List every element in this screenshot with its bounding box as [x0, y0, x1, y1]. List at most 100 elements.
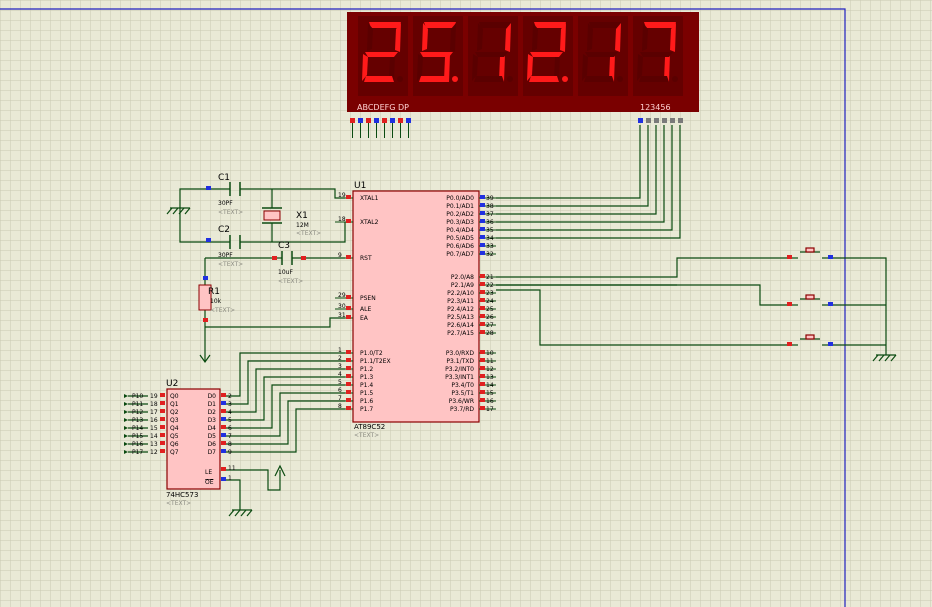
- wires: [128, 125, 887, 510]
- digit-4: [523, 16, 573, 96]
- pin-name: D3: [208, 417, 217, 424]
- pin-name: P3.4/T0: [451, 382, 474, 389]
- seven-segment-display[interactable]: ABCDEFG DP 123456: [347, 12, 699, 112]
- x1-tag: <TEXT>: [296, 230, 321, 237]
- segment-b: [450, 23, 456, 52]
- pin-number: 15: [150, 425, 158, 432]
- capacitors[interactable]: [229, 182, 293, 265]
- c1-ref: C1: [218, 173, 230, 183]
- r1-ref: R1: [208, 287, 220, 297]
- pin-number: 7: [338, 395, 342, 402]
- pin-number: 31: [338, 312, 346, 319]
- pin-number: 15: [486, 390, 494, 397]
- ground-symbols: [166, 207, 897, 517]
- pin-number: 10: [486, 350, 494, 357]
- pin-number: 27: [486, 322, 494, 329]
- pin-name: Q2: [170, 409, 179, 416]
- net-label: P17: [132, 449, 143, 456]
- sheet-border: [0, 8, 846, 607]
- segment-c: [664, 54, 670, 82]
- pin-number: 2: [228, 393, 232, 400]
- c2-tag: <TEXT>: [218, 261, 243, 268]
- segment-g: [585, 52, 618, 57]
- pin-number: 28: [486, 330, 494, 337]
- pin-name: P0.2/AD2: [446, 211, 474, 218]
- pin-name: P1.1/T2EX: [360, 358, 391, 365]
- decimal-point: [672, 76, 678, 82]
- segment-e: [637, 54, 643, 81]
- pin-number: 14: [486, 382, 494, 389]
- segment-d: [584, 76, 614, 82]
- common-pin-label: 123456: [640, 103, 671, 112]
- pin-number: 36: [486, 219, 494, 226]
- mcu-pin: 36 P0.3/AD3: [446, 219, 496, 226]
- latch-le-num: 11: [228, 465, 236, 472]
- segment-a: [534, 22, 566, 28]
- net-label: P16: [132, 441, 143, 448]
- c3-tag: <TEXT>: [278, 278, 303, 285]
- pin-name: P0.3/AD3: [446, 219, 474, 226]
- net-label: P10: [132, 393, 143, 400]
- ground-icon: [166, 207, 191, 215]
- segment-b: [505, 23, 511, 52]
- pin-name: D1: [208, 401, 217, 408]
- vcc-arrow-icon: [199, 350, 211, 364]
- crystal-x1[interactable]: [262, 207, 282, 224]
- pin-name: P2.2/A10: [447, 290, 474, 297]
- pin-marker: [221, 477, 226, 481]
- segment-b: [670, 23, 676, 52]
- pin-name: P1.4: [360, 382, 373, 389]
- segment-g: [530, 52, 563, 57]
- pin-number: 33: [486, 243, 494, 250]
- mcu-pin: 11 P3.1/TXD: [446, 358, 496, 365]
- pin-name: P0.1/AD1: [446, 203, 474, 210]
- segment-c: [554, 54, 560, 82]
- latch-pin: 6D4: [208, 425, 232, 432]
- pin-number: 9: [228, 449, 232, 456]
- pin-number: 19: [150, 393, 158, 400]
- pin-name: XTAL1: [360, 195, 379, 202]
- pin-number: 38: [486, 203, 494, 210]
- segment-b: [560, 23, 566, 52]
- pin-number: 34: [486, 235, 494, 242]
- segment-g: [365, 52, 398, 57]
- pin-name: P0.5/AD5: [446, 235, 474, 242]
- digit-2: [413, 16, 463, 96]
- pin-number: 18: [150, 401, 158, 408]
- mcu-ref: U1: [354, 181, 366, 191]
- pin-name: P3.1/TXD: [446, 358, 474, 365]
- latch-pin: 4D2: [208, 409, 232, 416]
- pin-number: 11: [486, 358, 494, 365]
- resistor-r1[interactable]: [198, 284, 212, 311]
- display-common-pins: [638, 118, 683, 123]
- mcu-part: AT89C52: [354, 423, 385, 431]
- segment-f: [422, 23, 428, 51]
- pin-number: 30: [338, 303, 346, 310]
- pin-name: P2.6/A14: [447, 322, 474, 329]
- decimal-point: [507, 76, 513, 82]
- segment-a: [369, 22, 401, 28]
- digit-1: [358, 16, 408, 96]
- pin-number: 7: [228, 433, 232, 440]
- segment-d: [419, 76, 449, 82]
- segment-g: [420, 52, 453, 57]
- pin-name: P3.5/T1: [451, 390, 474, 397]
- segment-g: [475, 52, 508, 57]
- pin-name: P3.3/INT1: [445, 374, 474, 381]
- pin-number: 21: [486, 274, 494, 281]
- segment-c: [609, 54, 615, 82]
- decimal-point: [562, 76, 568, 82]
